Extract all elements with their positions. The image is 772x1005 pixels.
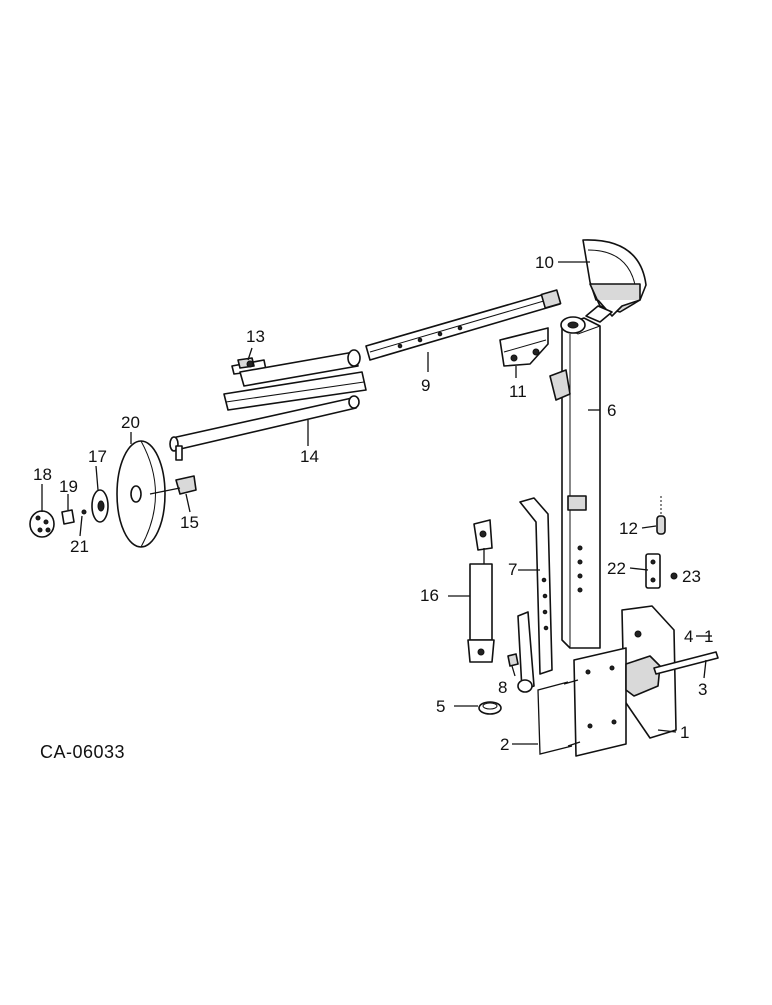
part-5-ring (478, 701, 502, 715)
part-1-mount-plate (573, 605, 677, 757)
part-10-shield (582, 239, 647, 317)
label-16: 16 (420, 586, 439, 605)
part-23-nut (670, 572, 678, 580)
label-20: 20 (121, 413, 140, 432)
part-22-plate (645, 553, 661, 589)
part-2-u-bolt (537, 679, 581, 755)
part-14-axle (169, 395, 360, 461)
label-21: 21 (70, 537, 89, 556)
label-22: 22 (607, 559, 626, 578)
part-18-cap (29, 510, 55, 538)
label-11: 11 (509, 382, 527, 401)
part-20-disc (116, 440, 166, 548)
label-1: 1 (680, 723, 689, 742)
part-12-chain-link (656, 496, 666, 535)
part-16-cylinder (467, 519, 495, 663)
part-6-post (549, 305, 613, 649)
short-bracket (517, 611, 535, 693)
label-3: 3 (698, 680, 707, 699)
upper-tube-segment (239, 349, 361, 387)
part-17-bearing (91, 489, 109, 523)
label-23: 23 (682, 567, 701, 586)
label-13: 13 (246, 327, 265, 346)
part-19-stub (61, 509, 87, 525)
label-5: 5 (436, 697, 445, 716)
label-10: 10 (535, 253, 554, 272)
label-19: 19 (59, 477, 78, 496)
leader-lines (41, 261, 712, 745)
label-4: 4 (684, 627, 693, 646)
part-8-nut (507, 653, 519, 667)
label-7: 7 (508, 560, 517, 579)
label-4-1: 1 (704, 627, 713, 646)
label-18: 18 (33, 465, 52, 484)
label-9: 9 (421, 376, 430, 395)
label-8: 8 (498, 678, 507, 697)
label-15: 15 (180, 513, 199, 532)
label-14: 14 (300, 447, 319, 466)
label-17: 17 (88, 447, 107, 466)
part-11-bracket (499, 327, 549, 367)
part-7-bracket (519, 497, 553, 675)
part-15-hub (149, 475, 197, 495)
part-labels: 10 13 9 11 6 20 14 17 18 19 15 21 12 22 … (33, 253, 713, 754)
label-6: 6 (607, 401, 616, 420)
label-2: 2 (500, 735, 509, 754)
label-12: 12 (619, 519, 638, 538)
sleeve-tube (223, 371, 367, 411)
part-3-rod (653, 651, 719, 675)
drawing-code: CA-06033 (40, 742, 125, 762)
part-9-arm (365, 289, 562, 361)
